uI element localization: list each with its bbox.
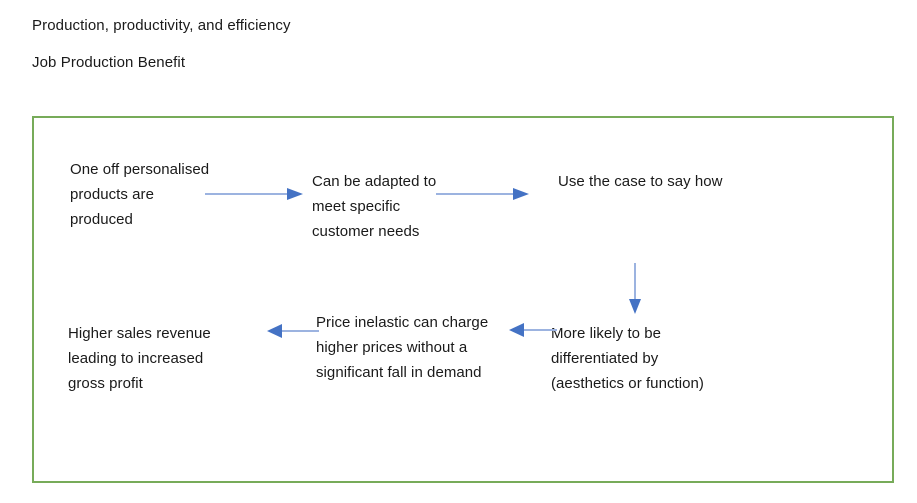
flow-node-price-inelastic: Price inelastic can charge higher prices… <box>316 310 528 385</box>
flow-node-line: meet specific <box>312 198 401 215</box>
flow-node-line: differentiated by <box>551 350 659 367</box>
flow-node-line: products are <box>70 186 154 203</box>
flow-node-line: customer needs <box>312 223 420 240</box>
flow-node-line: leading to increased <box>68 350 204 367</box>
arrow-down-icon <box>629 263 641 314</box>
flow-node-line: (aesthetics or function) <box>551 375 704 392</box>
flow-node-line: Can be adapted to <box>312 173 437 190</box>
flow-node-line: produced <box>70 211 133 228</box>
arrow-right-icon <box>436 188 529 200</box>
arrow-left-icon <box>509 323 557 337</box>
flow-diagram-frame: One off personalised products are produc… <box>32 116 894 483</box>
flow-node-line: Price inelastic can charge <box>316 314 489 331</box>
flow-node-line: higher prices without a <box>316 339 468 356</box>
flow-node-line: More likely to be <box>551 325 662 342</box>
document-heading-primary: Production, productivity, and efficiency <box>32 17 291 34</box>
arrow-left-icon <box>267 324 319 338</box>
flow-node-line: One off personalised <box>70 161 210 178</box>
flow-node-can-be-adapted: Can be adapted to meet specific customer… <box>312 169 492 244</box>
flow-node-line: Use the case to say how <box>558 173 723 190</box>
flow-node-more-likely-differentiated: More likely to be differentiated by (aes… <box>551 321 766 396</box>
document-heading-secondary: Job Production Benefit <box>32 54 186 71</box>
flow-node-one-off-products: One off personalised products are produc… <box>70 157 255 232</box>
arrow-right-icon <box>205 188 303 200</box>
flow-node-use-the-case: Use the case to say how <box>558 169 773 194</box>
flow-node-line: gross profit <box>68 375 143 392</box>
flow-node-line: significant fall in demand <box>316 364 482 381</box>
flow-node-higher-sales-revenue: Higher sales revenue leading to increase… <box>68 321 268 396</box>
flow-node-line: Higher sales revenue <box>68 325 211 342</box>
